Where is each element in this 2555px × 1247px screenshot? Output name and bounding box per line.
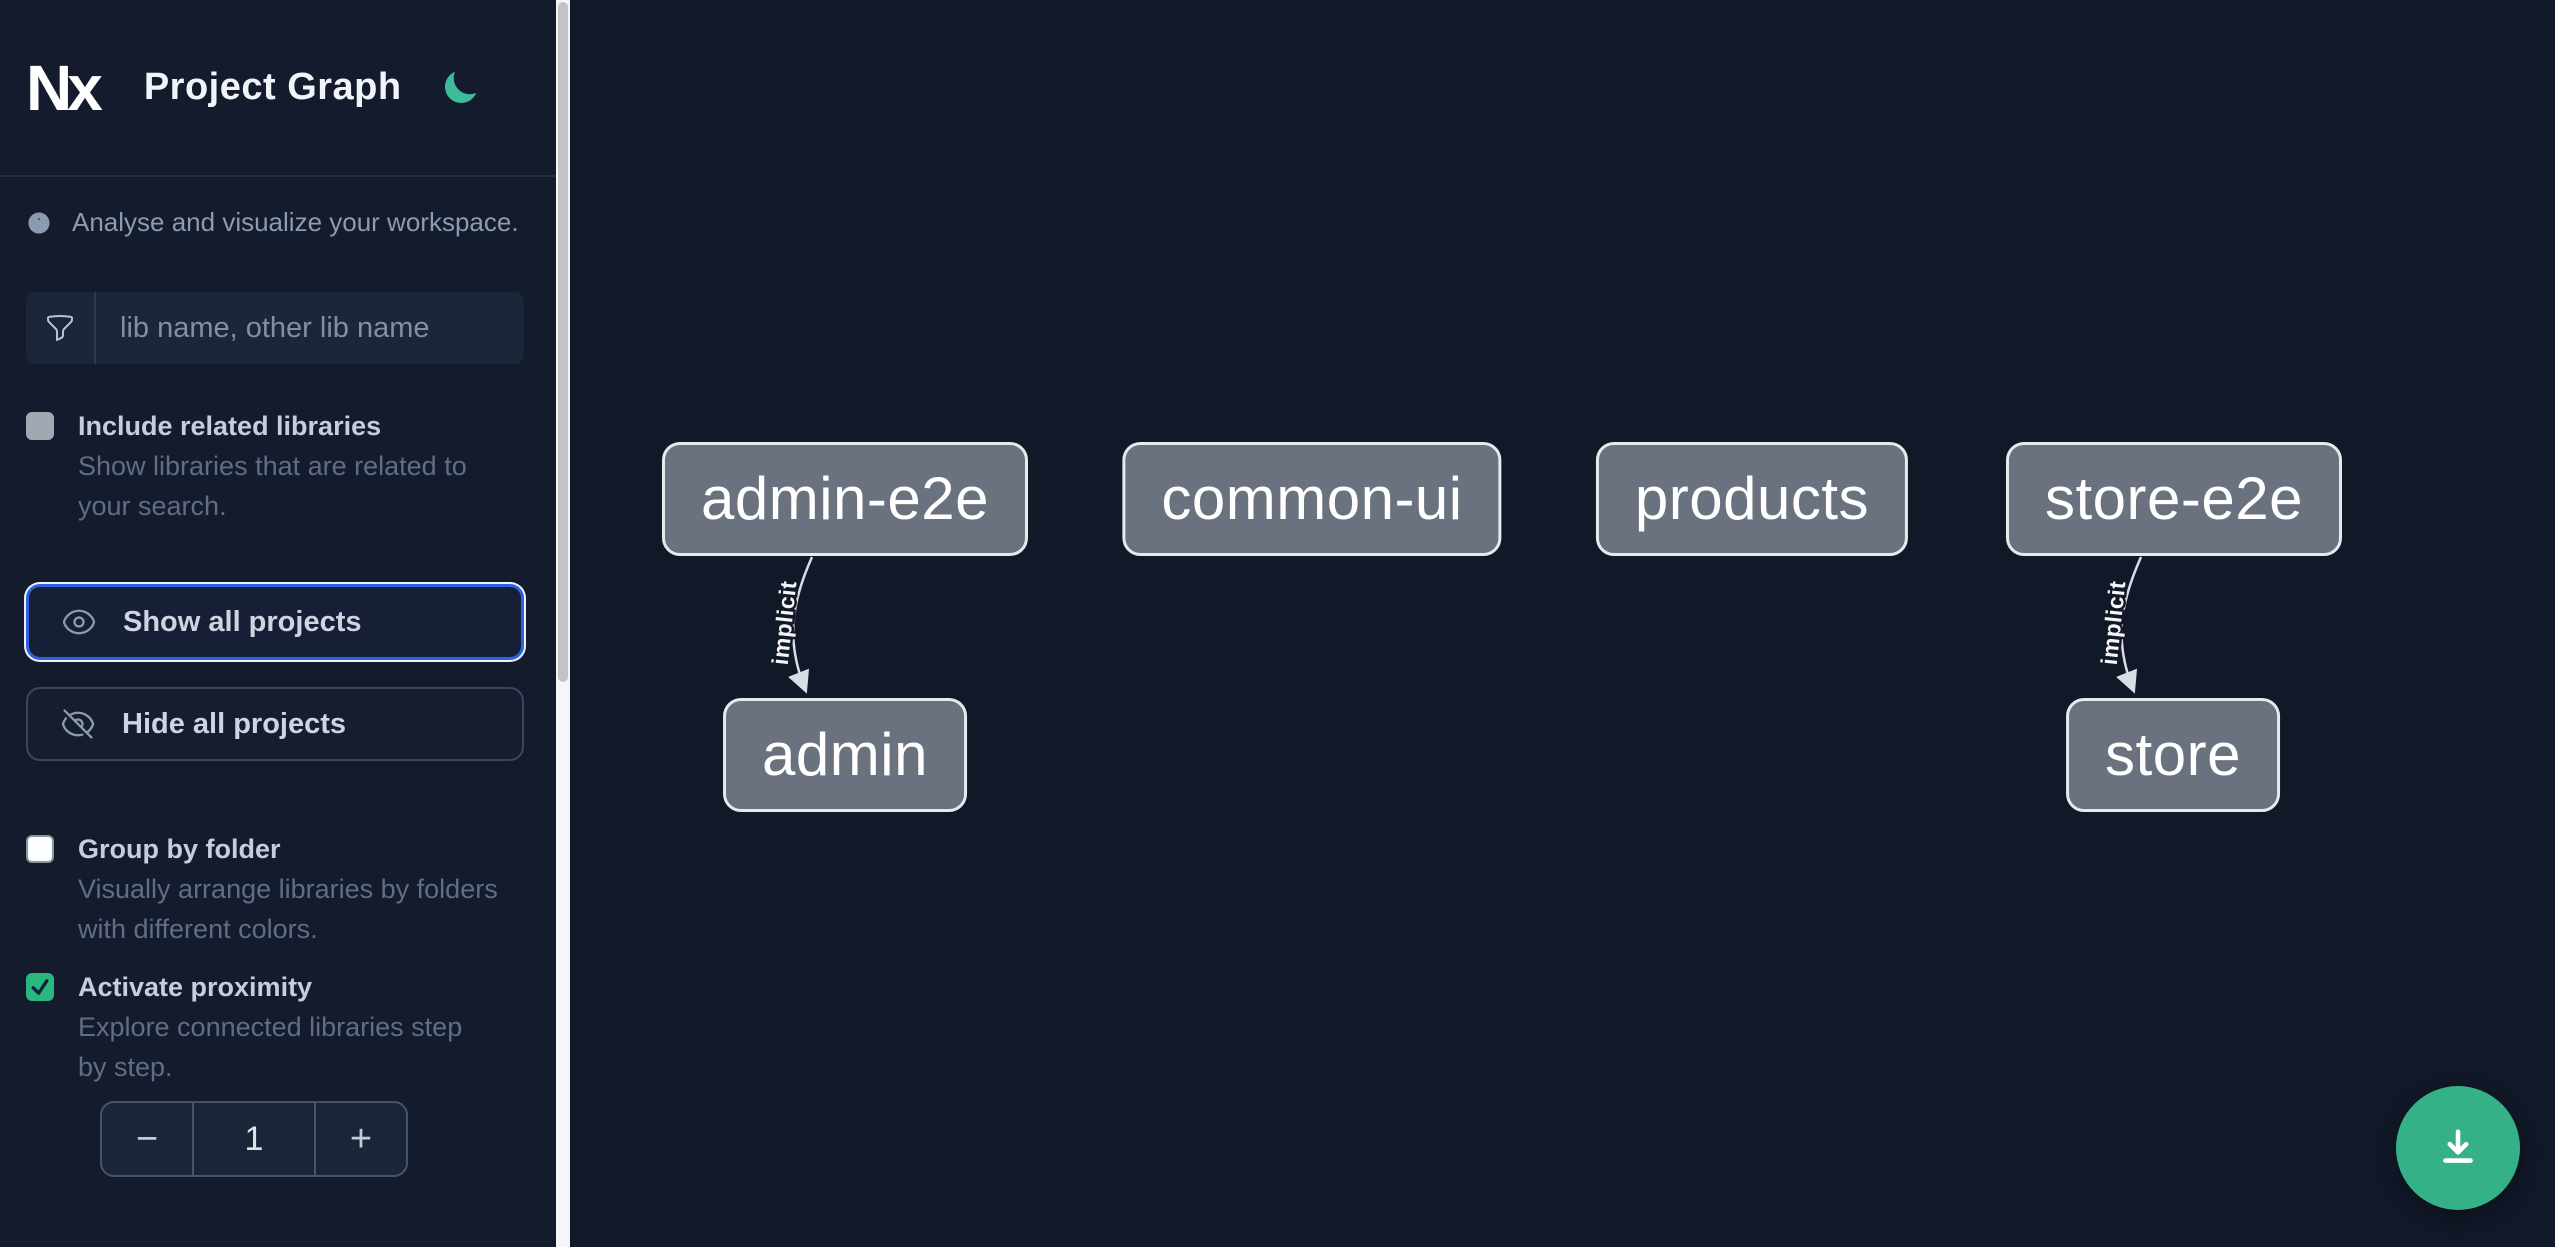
theme-toggle-moon-icon[interactable] [440, 68, 480, 108]
decrement-button[interactable]: − [135, 1117, 159, 1160]
hide-all-projects-button[interactable]: Hide all projects [26, 687, 524, 761]
graph-node-common-ui[interactable]: common-ui [1122, 442, 1502, 556]
group-by-folder-label: Group by folder [78, 834, 281, 864]
proximity-depth-value: 1 [192, 1103, 316, 1175]
funnel-icon [46, 314, 73, 341]
filter-icon-cell [26, 292, 96, 364]
sidebar: Nx Project Graph Analyse and visualize y… [0, 0, 556, 1247]
graph-node-products[interactable]: products [1595, 442, 1909, 556]
sidebar-scrollbar-track [556, 0, 570, 1247]
include-related-description: Show libraries that are related to your … [78, 451, 467, 521]
graph-edge-admin-e2e-admin [788, 556, 814, 694]
activate-proximity-label: Activate proximity [78, 972, 313, 1002]
edge-label: implicit [767, 579, 802, 666]
page-title: Project Graph [143, 66, 402, 108]
info-icon [28, 211, 50, 234]
graph-node-store-e2e[interactable]: store-e2e [2006, 442, 2342, 556]
check-icon [31, 979, 49, 995]
hide-all-projects-label: Hide all projects [122, 707, 347, 740]
activate-proximity-description: Explore connected libraries step by step… [78, 1012, 463, 1082]
filter-input[interactable] [96, 292, 524, 364]
tagline-text: Analyse and visualize your workspace. [72, 207, 519, 237]
show-all-projects-label: Show all projects [123, 605, 362, 638]
edge-label: implicit [2096, 579, 2131, 666]
group-by-folder-toggle[interactable]: Group by folder Visually arrange librari… [26, 831, 524, 949]
sidebar-scrollbar-thumb[interactable] [558, 2, 568, 682]
show-all-projects-button[interactable]: Show all projects [26, 584, 524, 660]
activate-proximity-toggle[interactable]: Activate proximity Explore connected lib… [26, 969, 524, 1087]
download-graph-button[interactable] [2396, 1086, 2520, 1210]
eye-icon [62, 609, 96, 635]
graph-edge-store-e2e-store [2116, 556, 2143, 694]
group-by-folder-checkbox[interactable] [26, 835, 54, 863]
increment-button[interactable]: + [349, 1117, 373, 1160]
include-related-toggle[interactable]: Include related libraries Show libraries… [26, 408, 524, 526]
include-related-checkbox[interactable] [26, 412, 54, 440]
graph-node-admin[interactable]: admin [723, 698, 967, 812]
graph-node-admin-e2e[interactable]: admin-e2e [661, 442, 1029, 556]
group-by-folder-description: Visually arrange libraries by folders wi… [78, 874, 498, 944]
tagline-row: Analyse and visualize your workspace. [26, 207, 524, 238]
eye-slash-icon [61, 709, 95, 739]
proximity-depth-stepper: − 1 + [100, 1101, 408, 1177]
nx-logo: Nx [26, 51, 103, 124]
include-related-label: Include related libraries [78, 411, 382, 441]
graph-node-store[interactable]: store [2066, 698, 2280, 812]
filter-box [26, 292, 524, 364]
activate-proximity-checkbox[interactable] [26, 973, 54, 1001]
sidebar-header: Nx Project Graph [0, 0, 556, 177]
download-icon [2443, 1129, 2473, 1163]
